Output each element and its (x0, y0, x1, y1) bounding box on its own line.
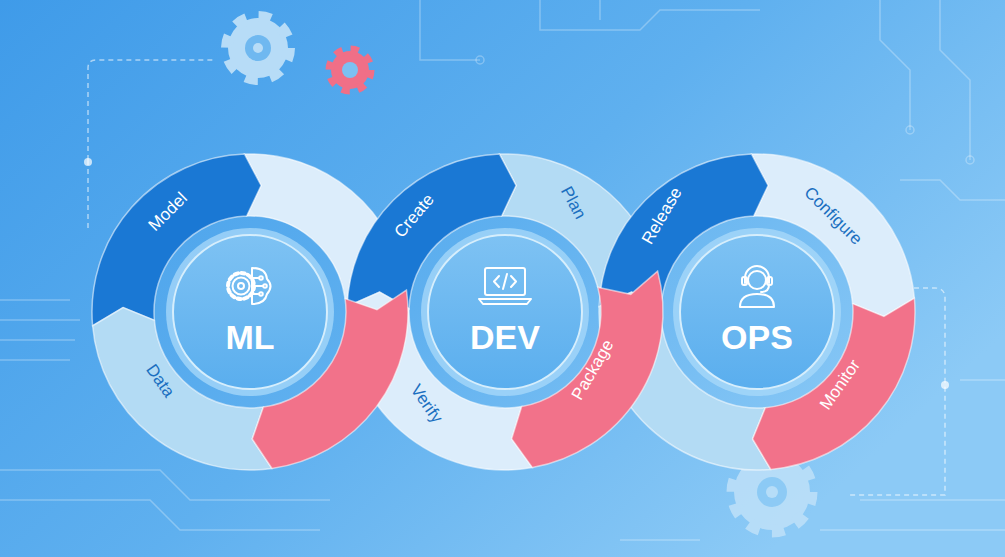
hub-circle: DEV (421, 228, 589, 396)
hub-shape (673, 228, 841, 396)
gear-small (330, 50, 370, 90)
hub-shape (421, 228, 589, 396)
hub-label: DEV (470, 318, 540, 356)
hub-shape (166, 228, 334, 396)
hub-label: ML (225, 318, 274, 356)
hub-label: OPS (721, 318, 793, 356)
hub-circle: OPS (673, 228, 841, 396)
dashed-connectors (88, 60, 945, 495)
gear-large (227, 17, 289, 79)
circuit-lines (0, 0, 1005, 540)
hub-circle: ML (166, 228, 334, 396)
